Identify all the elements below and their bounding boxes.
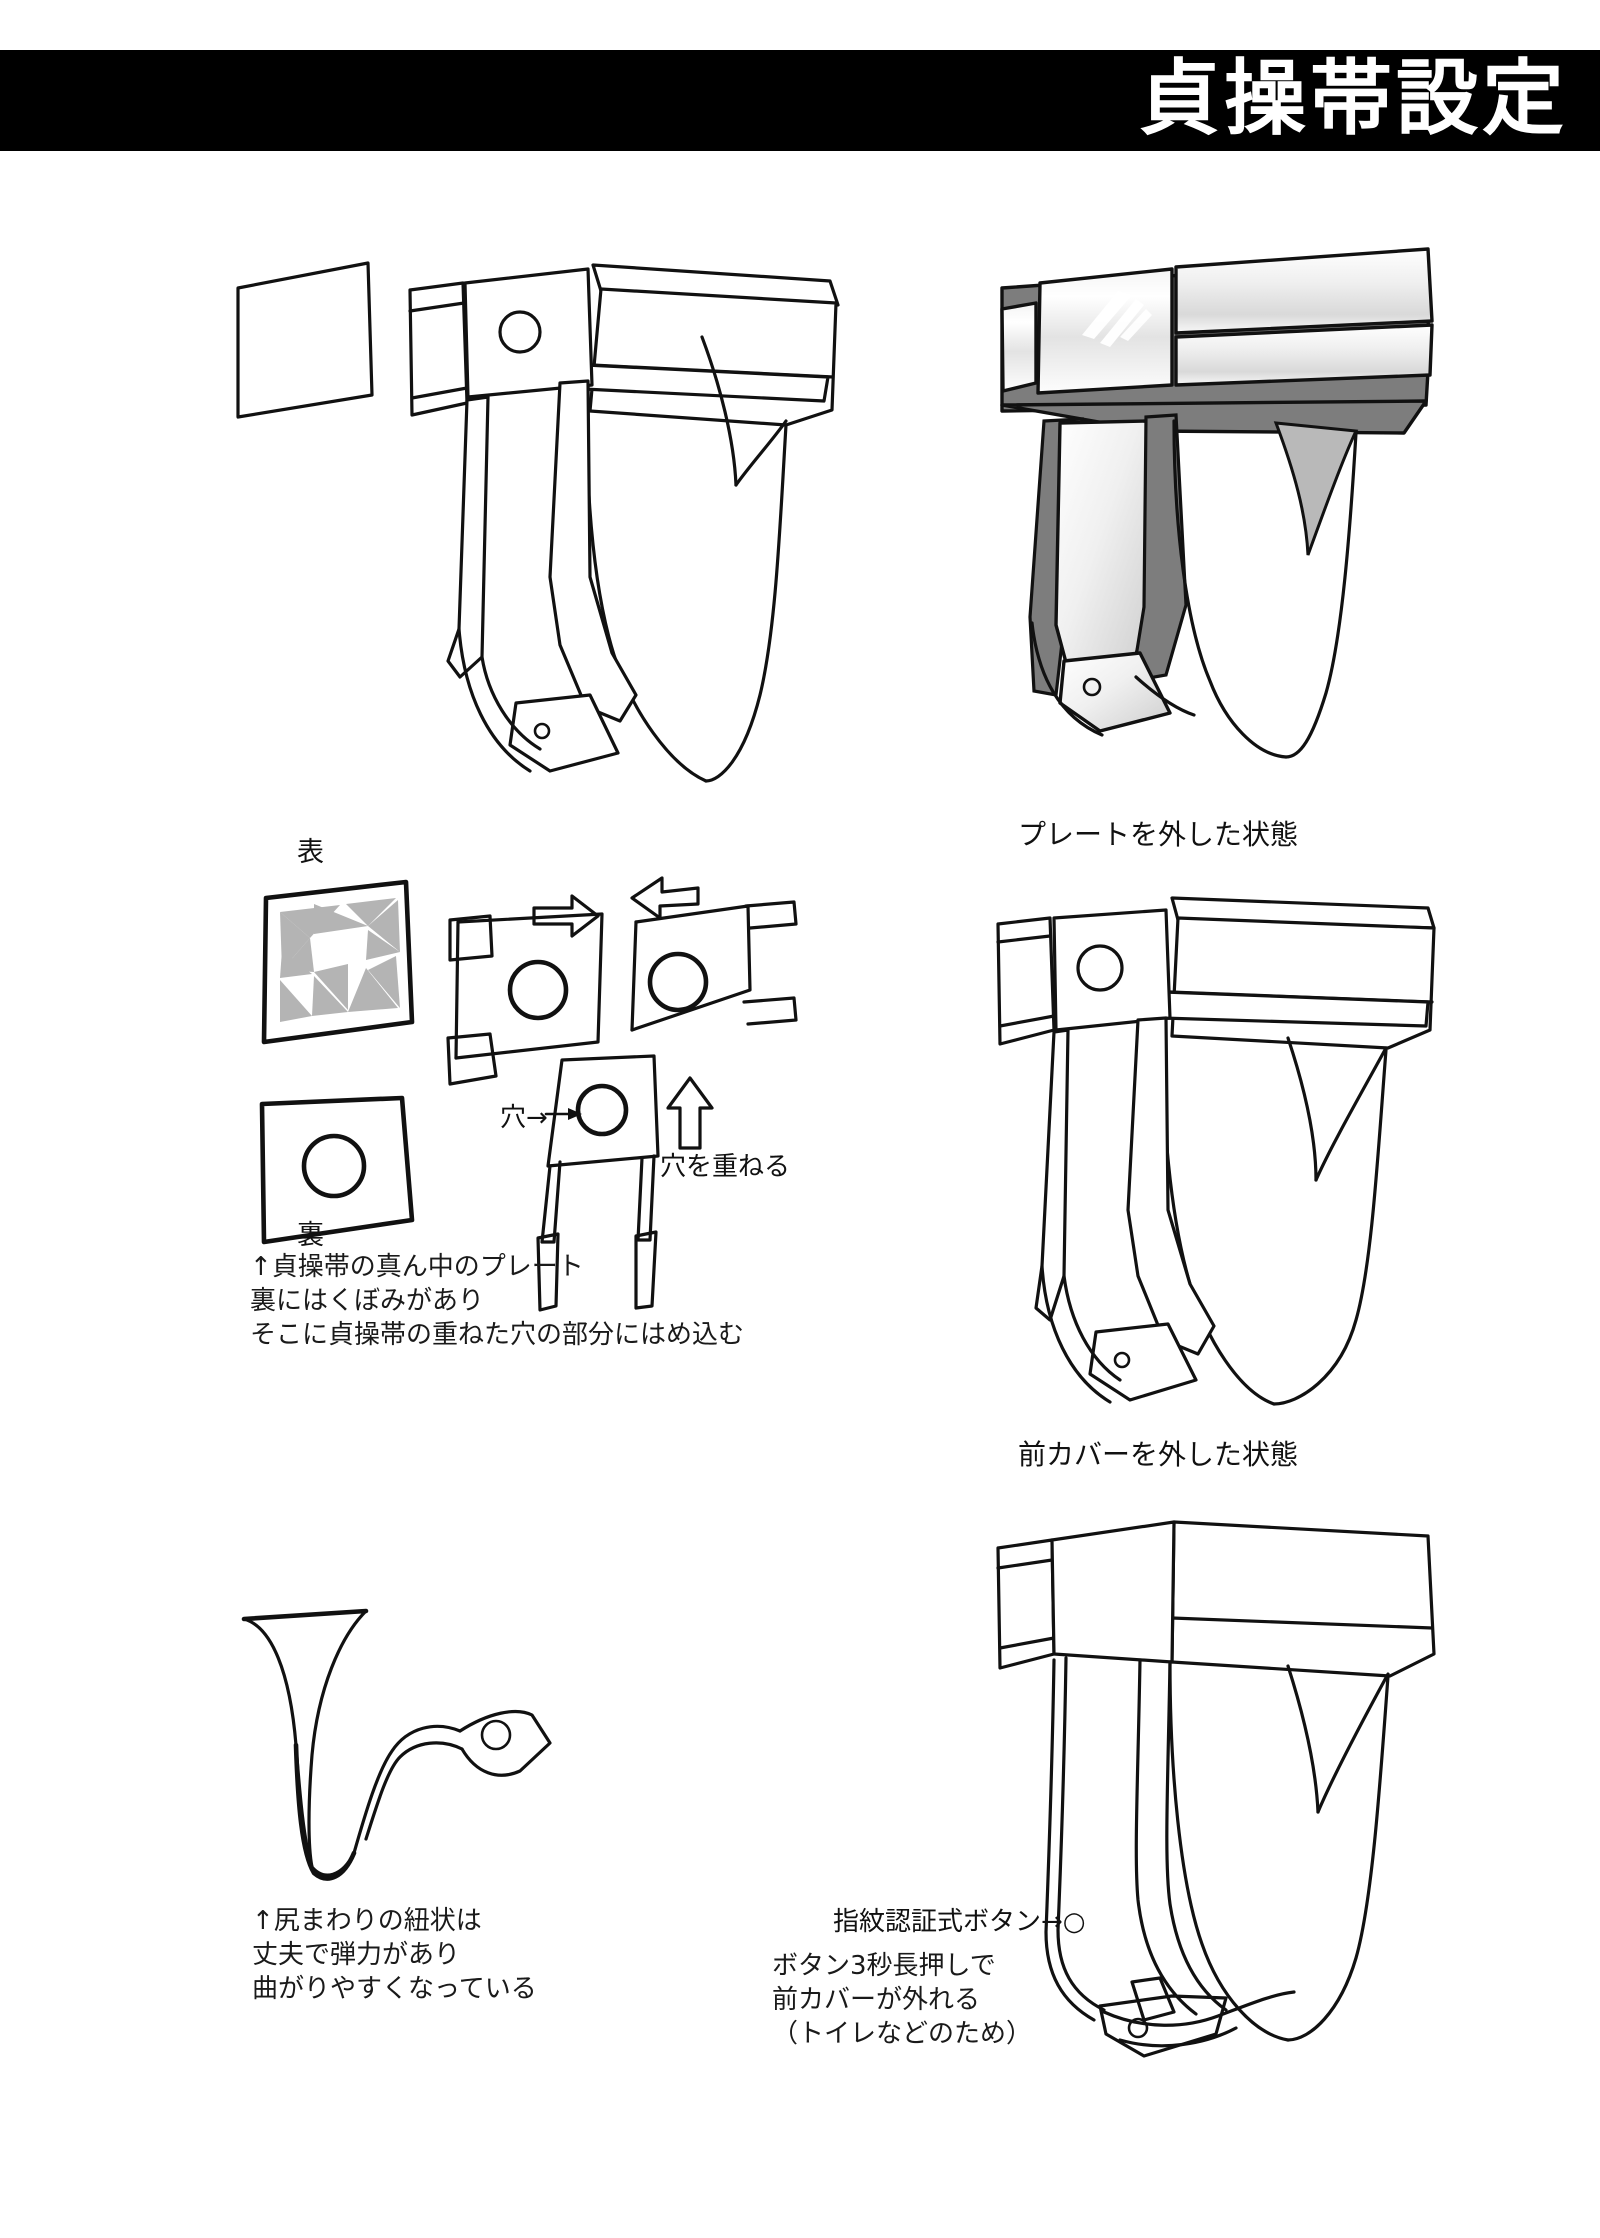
page-title: 貞操帯設定 (1137, 52, 1568, 144)
figure-rear-strap (232, 1585, 572, 1885)
caption-plate-removed: プレートを外した状態 (1018, 820, 1299, 851)
caption-front-cover-removed: 前カバーを外した状態 (1018, 1440, 1299, 1471)
fingerprint-button-note-text: ボタン3秒長押しで 前カバーが外れる （トイレなどのため） (772, 1951, 1033, 2049)
overlap-holes-label: 穴を重ねる (660, 1152, 791, 1182)
strap-note-text: ↑尻まわりの紐状は 丈夫で弾力があり 曲がりやすくなっている (252, 1906, 537, 2004)
figure-center-plate-assembly (250, 860, 870, 1312)
figure-plate-removed (958, 880, 1458, 1420)
figure-front-cover-removed (958, 1500, 1458, 2060)
hole-pointer-label: 穴→ (500, 1103, 548, 1133)
plate-back-label: 裏 (297, 1220, 324, 1250)
plate-note-text: ↑貞操帯の真ん中のプレート 裏にはくぼみがあり そこに貞操帯の重ねた穴の部分には… (250, 1252, 745, 1350)
title-banner: 貞操帯設定 (0, 50, 1600, 151)
plate-front-label: 表 (297, 837, 324, 867)
figure-shaded-front-view (960, 225, 1460, 825)
fingerprint-button-pointer-label: 指紋認証式ボタン→○ (833, 1907, 1086, 1937)
figure-lineart-front-view (220, 225, 860, 825)
